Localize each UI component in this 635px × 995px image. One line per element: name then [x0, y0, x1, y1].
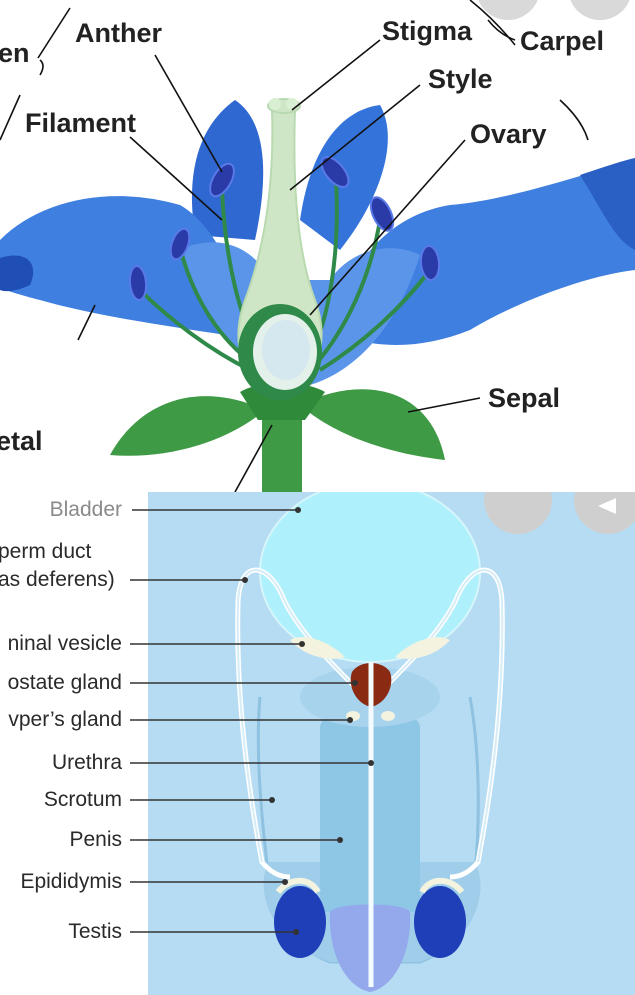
label-stigma: Stigma [382, 16, 473, 46]
label-carpel: Carpel [520, 26, 604, 56]
label-urethra: Urethra [52, 751, 122, 774]
petal-right-shadow [580, 158, 635, 250]
label-epididymis: Epididymis [20, 870, 122, 893]
stigma-lobe [286, 98, 298, 110]
label-petal: etal [0, 426, 43, 456]
leader-lines [130, 509, 371, 933]
label-cowpers-gland: vper’s gland [8, 708, 122, 731]
overlay-circle [574, 492, 635, 534]
overlay-circle [570, 0, 630, 20]
ovule [262, 320, 310, 380]
play-icon [598, 498, 616, 514]
seminal-vesicle-right [395, 637, 450, 659]
petal-left [0, 196, 255, 340]
label-sepal: Sepal [488, 383, 560, 413]
anthers [128, 156, 441, 301]
label-bladder: Bladder [50, 498, 122, 521]
flower-diagram: en Anther Filament Stigma Style Carpel O… [0, 0, 635, 492]
overlay-circle [478, 0, 538, 20]
label-filament: Filament [25, 108, 136, 138]
bladder [260, 492, 480, 662]
testis-right [414, 877, 466, 958]
male-illustration: Bladder perm duct as deferens) ninal ves… [0, 492, 635, 995]
label-vas-deferens: as deferens) [0, 568, 115, 591]
label-penis: Penis [69, 828, 122, 851]
petal-left-shadow [0, 255, 34, 292]
label-ovary: Ovary [470, 119, 547, 149]
leader-dots [242, 507, 374, 935]
leader-lines [0, 0, 589, 492]
label-prostate-gland: ostate gland [8, 671, 122, 694]
cowpers-gland-right [381, 711, 395, 721]
stigma-lobe [269, 98, 281, 110]
sepal-left [110, 396, 265, 456]
label-sperm-duct: perm duct [0, 540, 92, 563]
sepal-right [300, 389, 445, 460]
label-seminal-vesicle: ninal vesicle [8, 632, 122, 655]
testis-left [274, 877, 326, 958]
label-anther: Anther [75, 18, 162, 48]
label-stamen: en [0, 38, 30, 68]
label-style: Style [428, 64, 493, 94]
overlay-circle [484, 492, 552, 534]
label-scrotum: Scrotum [44, 788, 122, 811]
flower-illustration: en Anther Filament Stigma Style Carpel O… [0, 0, 635, 492]
label-testis: Testis [68, 920, 122, 943]
male-reproductive-diagram: Bladder perm duct as deferens) ninal ves… [0, 492, 635, 995]
